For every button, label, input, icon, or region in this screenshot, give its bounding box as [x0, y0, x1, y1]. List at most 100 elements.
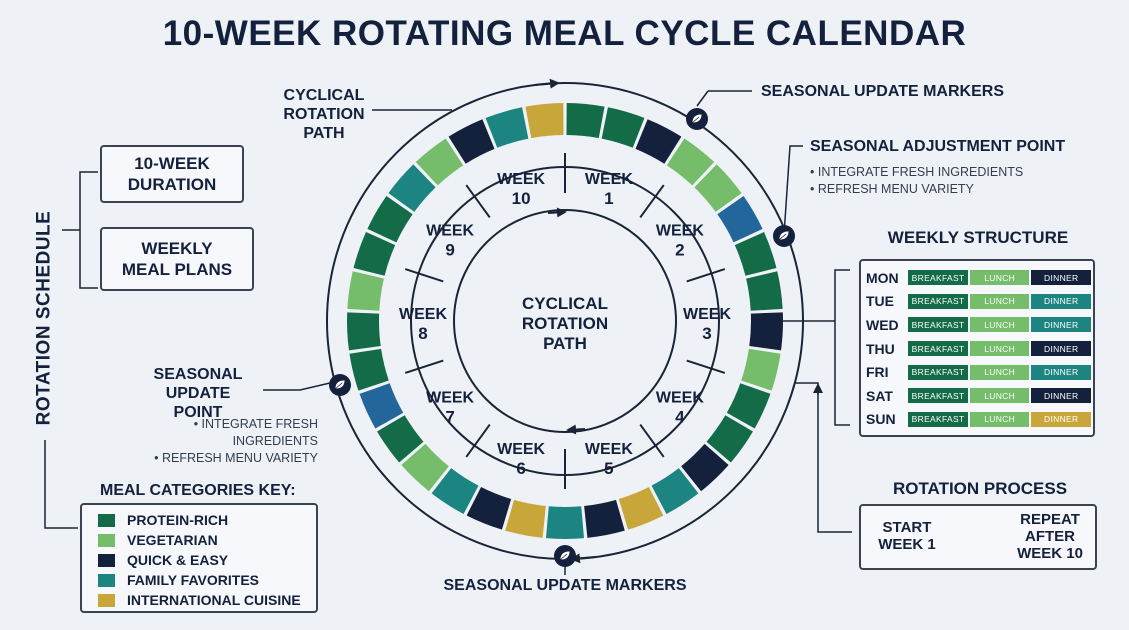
leaf-icon: [329, 374, 351, 396]
page-title: 10-WEEK ROTATING MEAL CYCLE CALENDAR: [162, 14, 967, 53]
label-line: ROTATION: [283, 106, 365, 123]
ring-segment: [349, 348, 389, 391]
ring-segment: [746, 271, 783, 311]
week-number: 6: [516, 459, 525, 478]
week-number: 3: [702, 324, 711, 343]
center-label: CYCLICAL ROTATION PATH: [505, 294, 625, 354]
meal-cell: DINNER: [1031, 341, 1092, 357]
key-swatch: [98, 593, 115, 607]
box-line: DURATION: [127, 175, 217, 194]
week-number: 10: [512, 189, 531, 208]
week-word: WEEK: [426, 223, 474, 240]
meal-cell: DINNER: [1031, 388, 1092, 404]
ring-segment: [726, 383, 771, 429]
weekday-label: THU: [866, 340, 895, 357]
key-label: PROTEIN-RICH: [127, 512, 229, 528]
weekly-meal-plans-box: WEEKLY MEAL PLANS: [100, 227, 254, 291]
leaf-icon: [554, 545, 576, 567]
meal-cell: BREAKFAST: [908, 270, 968, 286]
note-line: • INTEGRATE FRESH INGREDIENTS: [193, 417, 318, 448]
label-line: CYCLICAL: [283, 87, 365, 104]
ring-segment: [566, 103, 605, 139]
connector-rotation-schedule: [79, 171, 98, 289]
connector-update-point: [263, 382, 331, 391]
note-line: • REFRESH MENU VARIETY: [154, 451, 318, 465]
process-line: START: [882, 519, 932, 536]
update-notes: • INTEGRATE FRESH INGREDIENTS • REFRESH …: [118, 416, 318, 467]
meal-ring: [347, 103, 783, 540]
process-line: WEEK 1: [878, 536, 936, 553]
meal-cell: DINNER: [1031, 270, 1092, 286]
week-divider: [404, 359, 444, 374]
key-item: FAMILY FAVORITES: [98, 570, 316, 590]
ring-segment: [359, 383, 404, 429]
ring-segment: [666, 138, 715, 186]
ring-segment: [347, 271, 384, 311]
week-word: WEEK: [426, 389, 474, 406]
adjustment-notes: • INTEGRATE FRESH INGREDIENTS • REFRESH …: [810, 164, 1023, 198]
ring-segment: [347, 312, 381, 351]
key-swatch: [98, 533, 115, 547]
week-divider: [686, 359, 726, 374]
week-labels: WEEK1WEEK2WEEK3WEEK4WEEK5WEEK6WEEK7WEEK8…: [399, 171, 731, 478]
week-number: 2: [675, 241, 684, 260]
week-word: WEEK: [656, 389, 704, 406]
meal-cell: DINNER: [1031, 317, 1092, 333]
meal-categories-key: PROTEIN-RICH VEGETARIAN QUICK & EASY FAMILY…: [80, 503, 318, 613]
label-line: POINT: [173, 404, 223, 421]
meal-cell: BREAKFAST: [908, 317, 968, 333]
week-word: WEEK: [399, 306, 447, 323]
meal-cell: BREAKFAST: [908, 293, 968, 309]
note-line: • REFRESH MENU VARIETY: [810, 182, 974, 196]
weekday-label: SUN: [866, 411, 896, 428]
ring-segment: [448, 119, 495, 164]
week-divider: [465, 184, 491, 219]
meal-cell: LUNCH: [969, 341, 1030, 357]
label-line: SEASONAL UPDATE: [153, 366, 243, 402]
process-line: WEEK 10: [1017, 545, 1083, 562]
rotation-process-box: [859, 504, 1097, 570]
ring-segment: [545, 506, 585, 540]
ring-segment: [377, 415, 424, 463]
week-word: WEEK: [497, 441, 545, 458]
leaf-icon: [773, 225, 795, 247]
rotation-process-title: ROTATION PROCESS: [892, 479, 1068, 498]
week-number: 7: [445, 407, 454, 426]
ring-segment: [505, 499, 546, 538]
week-word: WEEK: [683, 306, 731, 323]
key-item: VEGETARIAN: [98, 530, 316, 550]
rotation-schedule-label: ROTATION SCHEDULE: [33, 210, 54, 425]
meal-cell: BREAKFAST: [908, 388, 968, 404]
key-item: QUICK & EASY: [98, 550, 316, 570]
meal-cell: LUNCH: [969, 270, 1030, 286]
meal-cell: DINNER: [1031, 364, 1092, 380]
ring-segment: [734, 231, 777, 276]
key-label: QUICK & EASY: [127, 552, 229, 568]
ring-segment: [485, 107, 529, 148]
key-label: FAMILY FAVORITES: [127, 572, 259, 588]
box-line: 10-WEEK: [134, 154, 210, 173]
outer-arrow-bottom: [570, 553, 596, 564]
seasonal-update-markers-top: SEASONAL UPDATE MARKERS: [761, 83, 1004, 100]
ring-segment: [466, 486, 512, 530]
label-line: PATH: [303, 125, 345, 142]
center-circle: [453, 209, 677, 433]
process-line: AFTER: [1025, 528, 1075, 545]
week-word: WEEK: [497, 171, 545, 188]
meal-cell: DINNER: [1031, 411, 1092, 427]
meal-cell: LUNCH: [969, 293, 1030, 309]
ring-segment: [367, 195, 413, 243]
week-number: 4: [675, 407, 685, 426]
key-item: PROTEIN-RICH: [98, 510, 316, 530]
week-divider: [465, 423, 491, 458]
